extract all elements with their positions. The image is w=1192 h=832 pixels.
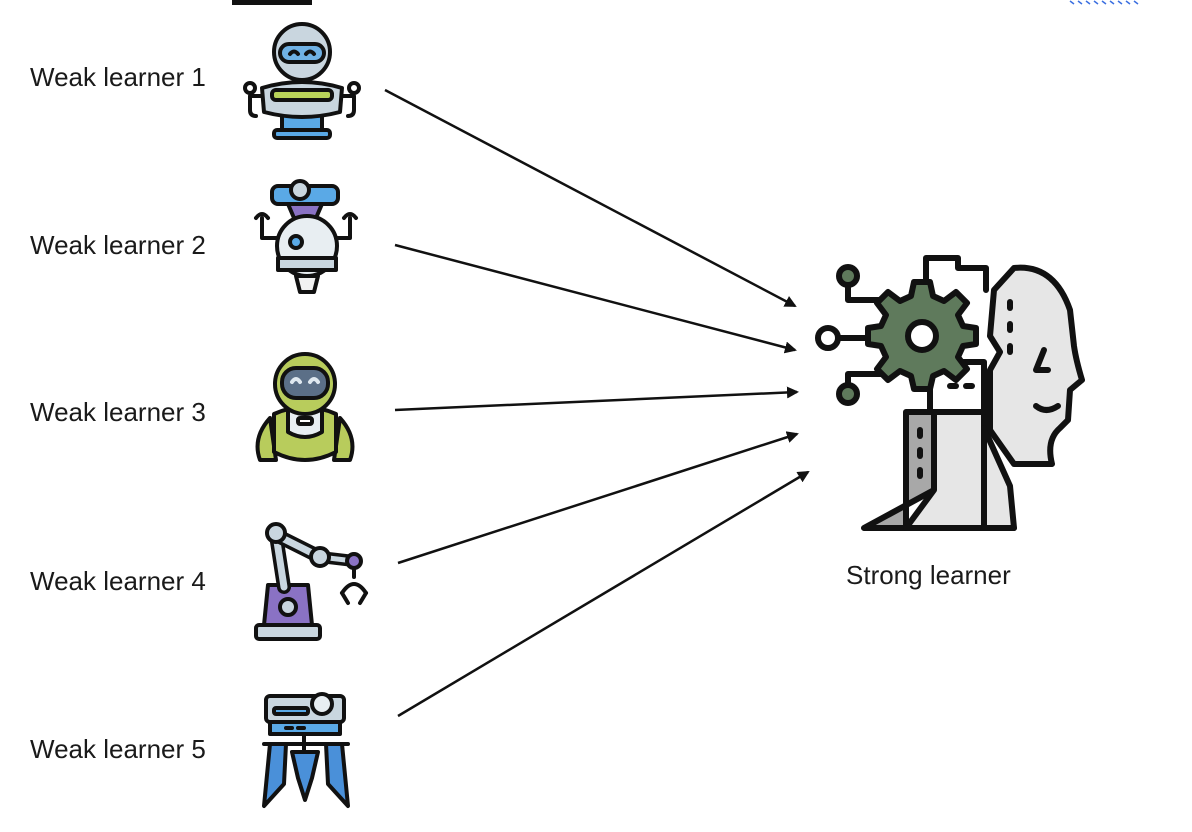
robot-4-icon — [254, 522, 368, 641]
arrow-5 — [397, 470, 810, 718]
cropped-heading-fragment — [232, 0, 312, 5]
weak-learner-5-label: Weak learner 5 — [30, 734, 206, 764]
strong-learner-label: Strong learner — [846, 560, 1011, 590]
arrow-4 — [397, 431, 799, 565]
weak-learner-2-label: Weak learner 2 — [30, 230, 206, 260]
robot-1-icon — [243, 22, 361, 140]
robot-5-icon — [262, 692, 350, 808]
arrow-1 — [384, 88, 797, 308]
strong-learner-icon — [815, 255, 1085, 531]
robot-3-icon — [255, 352, 355, 462]
arrow-2 — [394, 243, 797, 354]
arrow-3 — [394, 386, 799, 412]
weak-learner-4-label: Weak learner 4 — [30, 566, 206, 596]
cropped-corner-mark — [1069, 0, 1139, 5]
robot-2-icon — [254, 179, 358, 294]
weak-learner-3-label: Weak learner 3 — [30, 397, 206, 427]
weak-learner-1-label: Weak learner 1 — [30, 62, 206, 92]
